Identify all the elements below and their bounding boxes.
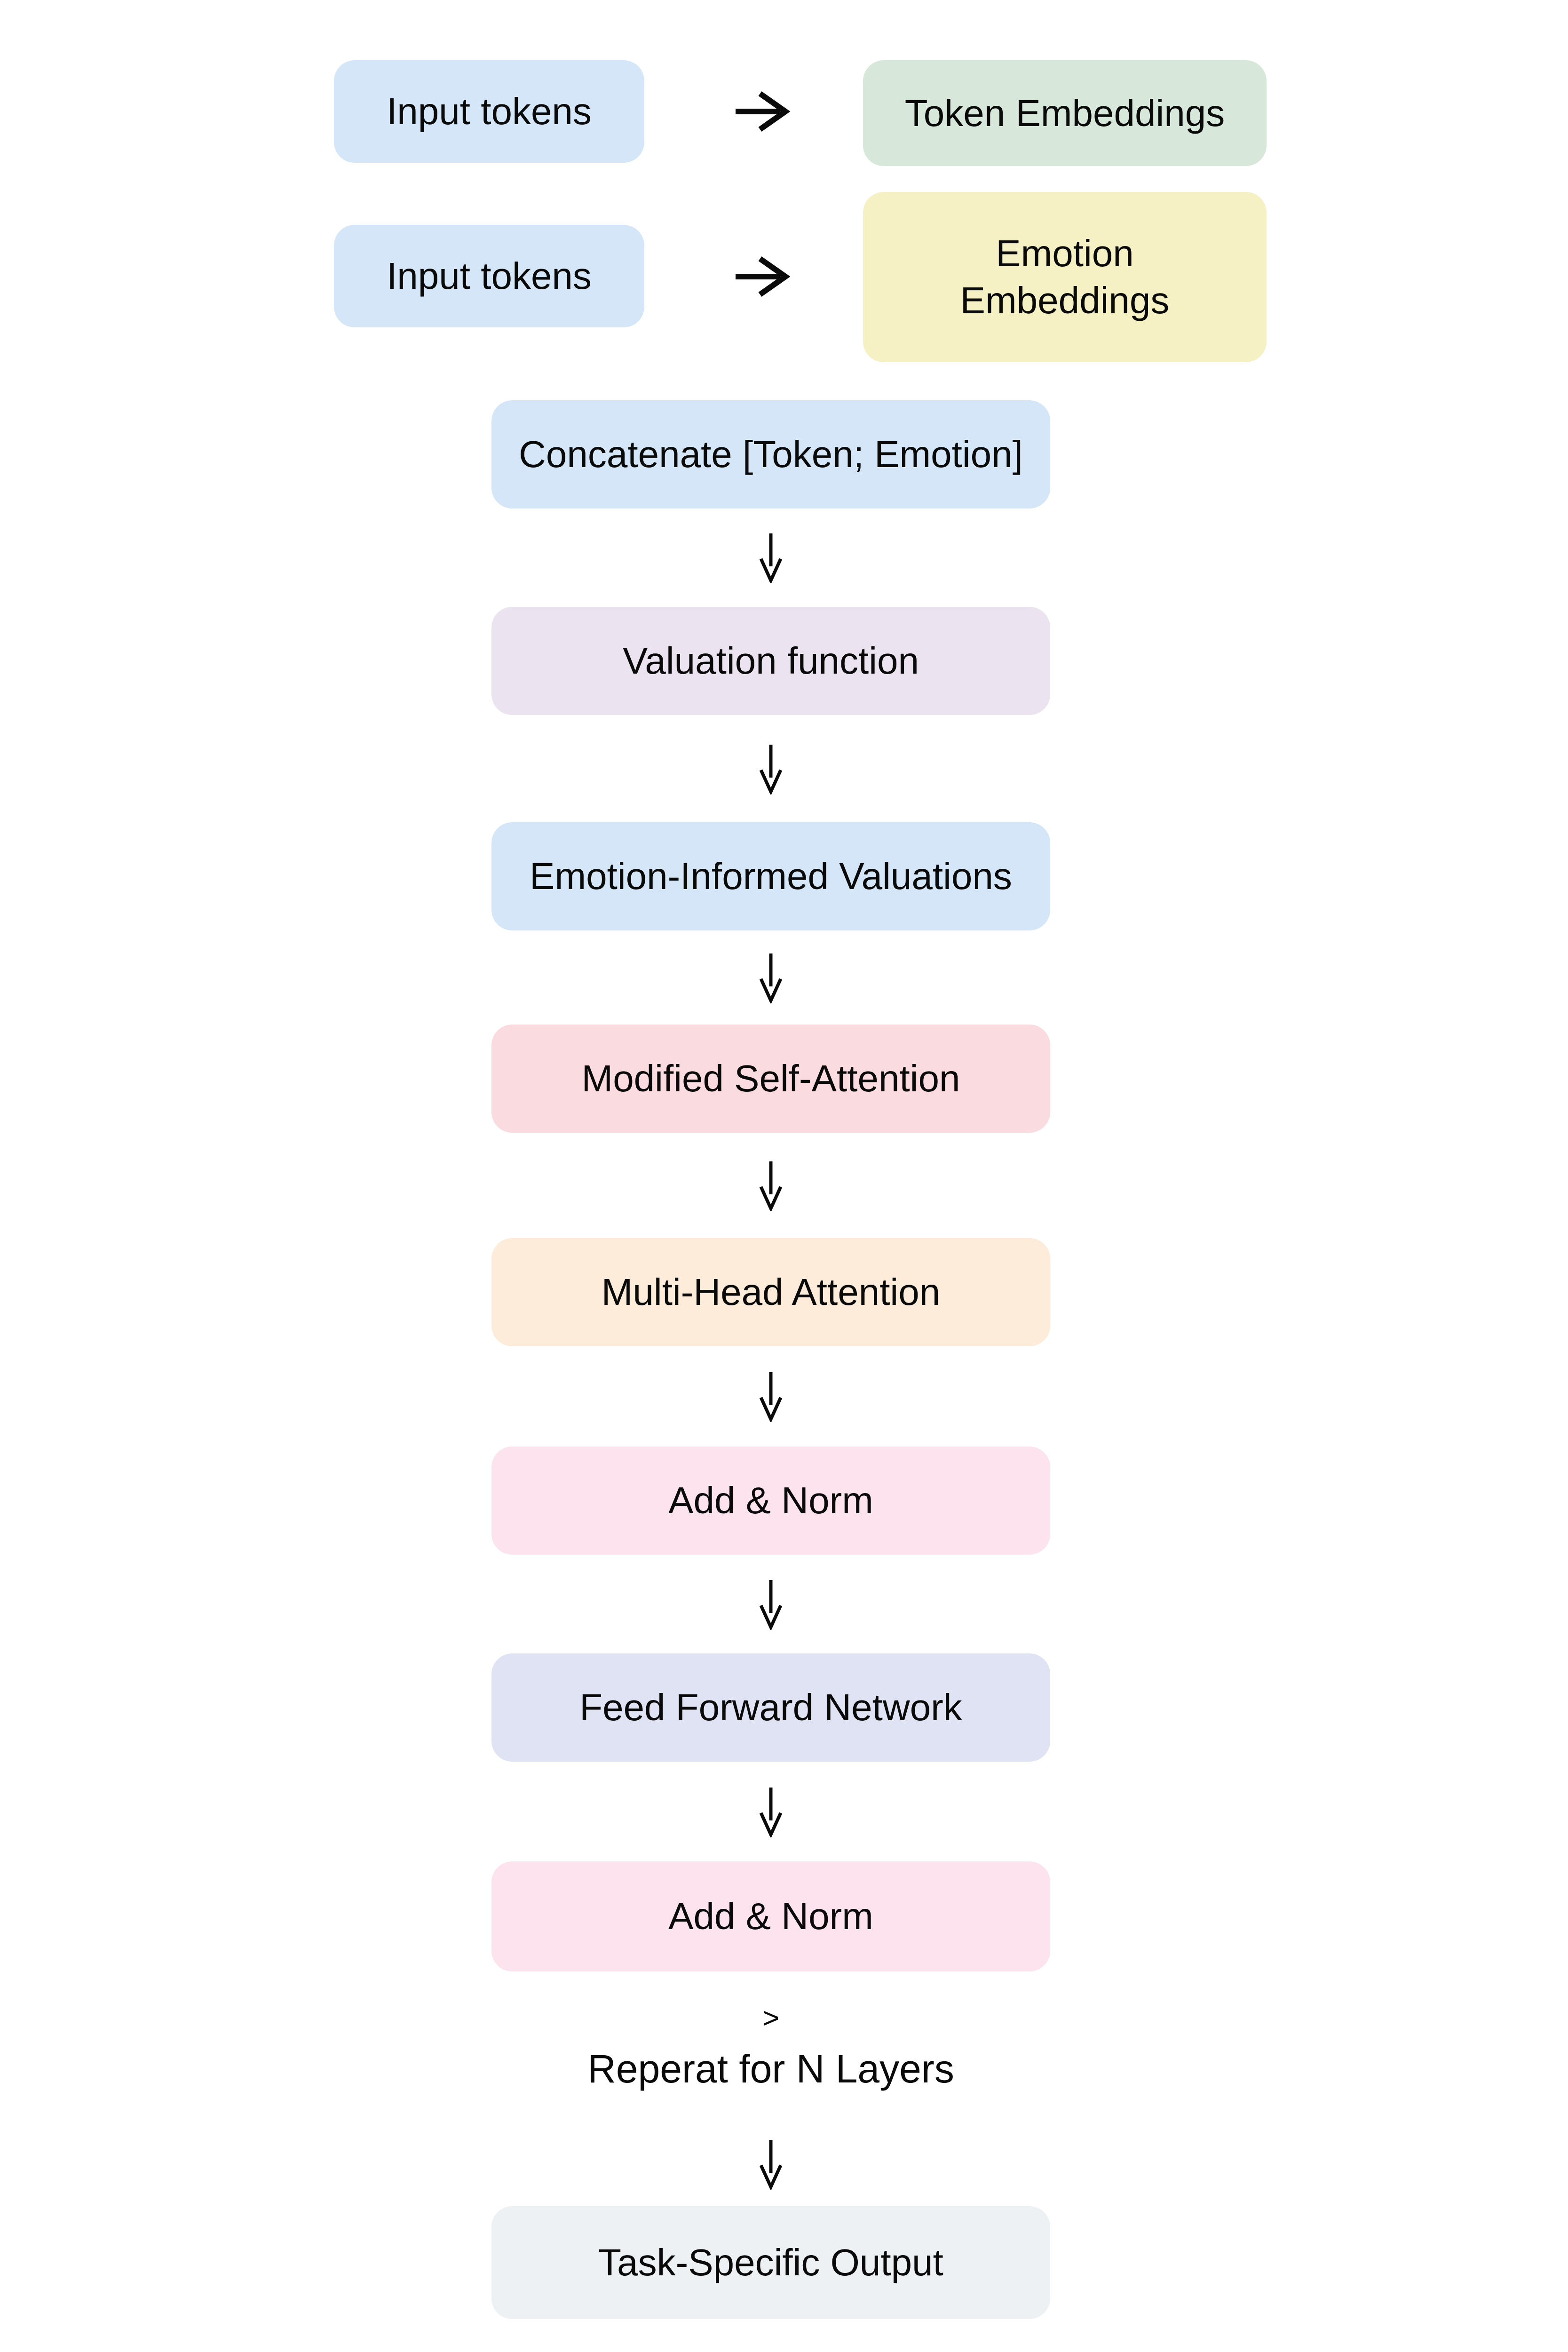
node-input-tokens-1: Input tokens: [334, 60, 644, 163]
down-arrow-icon: [756, 1786, 786, 1837]
repeat-chevron: >: [762, 2002, 780, 2034]
right-arrow-icon: [733, 253, 794, 300]
node-task-specific-output: Task-Specific Output: [491, 2206, 1050, 2319]
node-feed-forward-network: Feed Forward Network: [491, 1653, 1050, 1762]
node-token-embeddings: Token Embeddings: [863, 60, 1267, 166]
node-add-norm-2: Add & Norm: [491, 1861, 1050, 1971]
down-arrow-icon: [756, 743, 786, 795]
down-arrow-icon: [756, 2138, 786, 2190]
down-arrow-icon: [756, 952, 786, 1003]
right-arrow-icon: [733, 88, 794, 135]
node-concatenate: Concatenate [Token; Emotion]: [491, 400, 1050, 509]
down-arrow-icon: [756, 532, 786, 583]
node-emotion-embeddings: Emotion Embeddings: [863, 192, 1267, 362]
down-arrow-icon: [756, 1370, 786, 1422]
node-input-tokens-2: Input tokens: [334, 225, 644, 327]
node-modified-self-attention: Modified Self-Attention: [491, 1025, 1050, 1133]
repeat-note-label: Reperat for N Layers: [587, 2046, 954, 2091]
node-valuation-function: Valuation function: [491, 607, 1050, 715]
node-emotion-informed-valuations: Emotion-Informed Valuations: [491, 822, 1050, 930]
down-arrow-icon: [756, 1578, 786, 1630]
node-multi-head-attention: Multi-Head Attention: [491, 1238, 1050, 1346]
node-add-norm-1: Add & Norm: [491, 1446, 1050, 1555]
down-arrow-icon: [756, 1160, 786, 1211]
